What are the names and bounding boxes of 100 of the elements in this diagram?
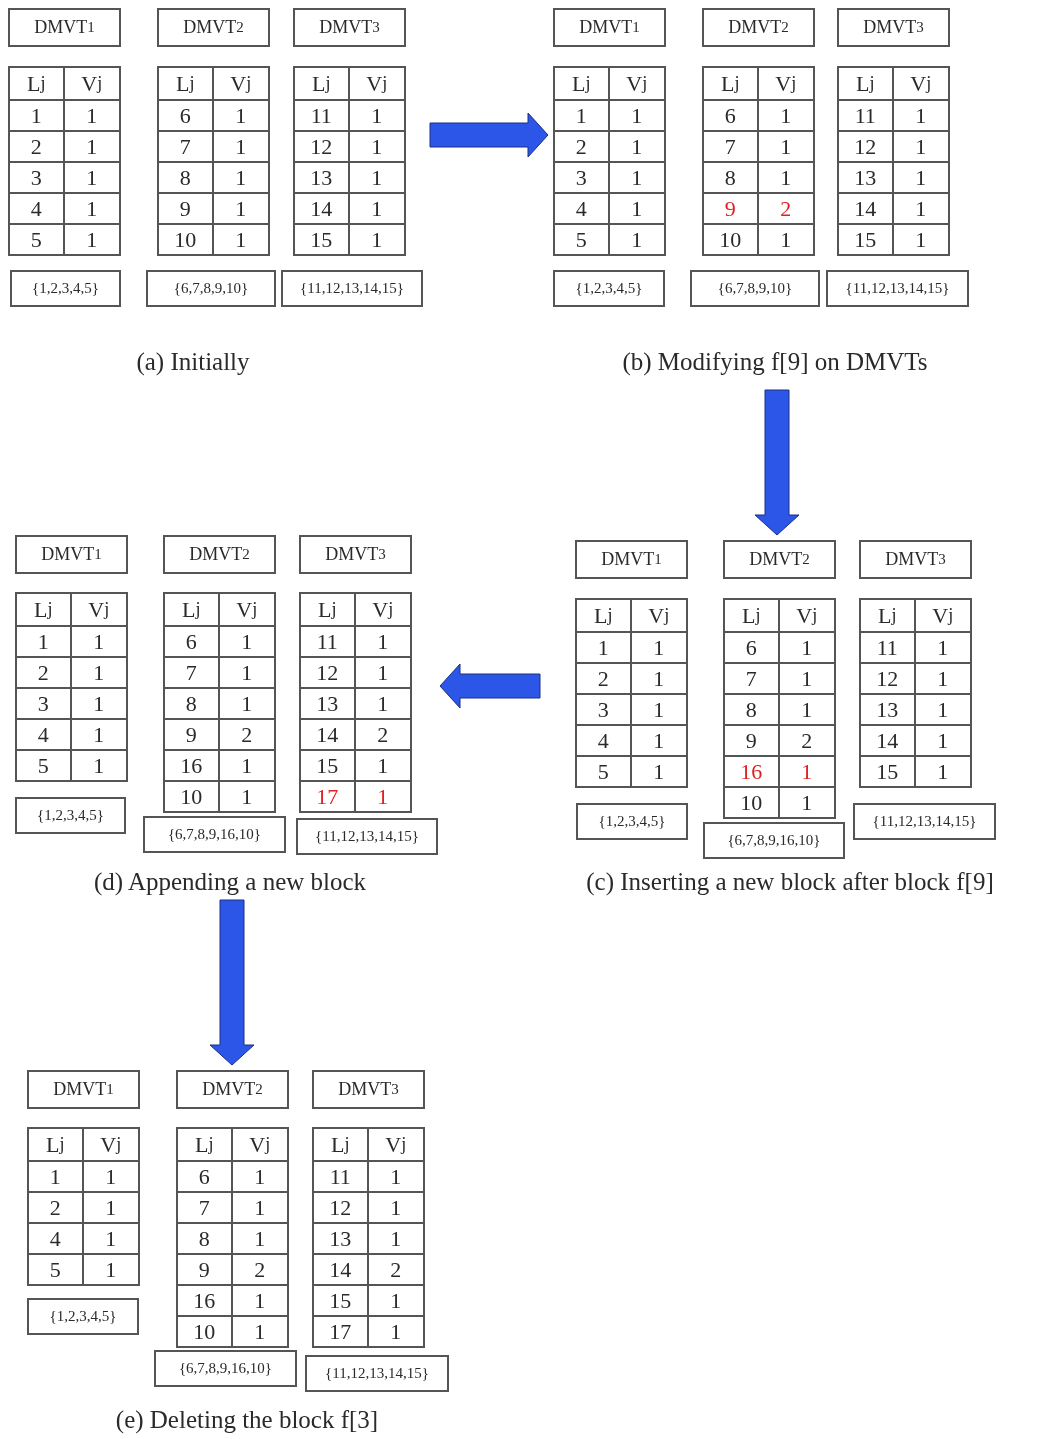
table-cell: 1 (609, 130, 664, 161)
table-cell: 1 (758, 99, 813, 130)
table-cell: 1 (893, 161, 948, 192)
table-cell: 1 (213, 192, 268, 223)
table-cell: 10 (178, 1315, 233, 1346)
table-cell: 1 (609, 192, 664, 223)
table-cell: 6 (704, 99, 759, 130)
table-cell: 2 (10, 130, 65, 161)
set-label-box: {1,2,3,4,5} (10, 270, 121, 307)
table-cell: 1 (893, 192, 948, 223)
table-cell: 1 (83, 1160, 138, 1191)
table-cell: 1 (893, 223, 948, 254)
table-cell: 11 (839, 99, 894, 130)
table-cell: 13 (301, 687, 356, 718)
table-cell: 15 (295, 223, 350, 254)
table-cell: 1 (631, 693, 686, 724)
table-cell: 2 (232, 1253, 287, 1284)
table-cell: 1 (349, 130, 404, 161)
table-cell: 1 (631, 662, 686, 693)
table-cell: 7 (165, 656, 220, 687)
table-cell: 1 (232, 1160, 287, 1191)
table-cell: 15 (301, 749, 356, 780)
table-cell: 8 (178, 1222, 233, 1253)
table-cell: 14 (839, 192, 894, 223)
table-cell: 1 (71, 625, 126, 656)
set-label-box: {6,7,8,9,16,10} (154, 1350, 297, 1387)
table-cell: 17 (301, 780, 356, 811)
table-cell: 11 (861, 631, 916, 662)
table-cell: 1 (349, 161, 404, 192)
data-table (702, 66, 815, 256)
table-cell: 6 (159, 99, 214, 130)
table-cell: 7 (178, 1191, 233, 1222)
panel-label: (b) Modifying f[9] on DMVTs (622, 348, 928, 376)
table-cell: 11 (301, 625, 356, 656)
table-cell: 9 (165, 718, 220, 749)
table-cell: 8 (725, 693, 780, 724)
table-cell: 7 (725, 662, 780, 693)
table-cell: 15 (314, 1284, 369, 1315)
table-cell: 11 (314, 1160, 369, 1191)
table-cell: 14 (314, 1253, 369, 1284)
table-cell: 16 (178, 1284, 233, 1315)
data-table (176, 1127, 289, 1348)
data-table (312, 1127, 425, 1348)
table-cell: 1 (232, 1284, 287, 1315)
table-cell: 15 (861, 755, 916, 786)
table-cell: 1 (631, 755, 686, 786)
table-cell: 4 (29, 1222, 84, 1253)
table-cell: 12 (861, 662, 916, 693)
table-cell: 1 (555, 99, 610, 130)
table-cell: 1 (758, 161, 813, 192)
table-cell: 1 (779, 755, 834, 786)
table-cell: 1 (368, 1160, 423, 1191)
table-cell: 1 (758, 130, 813, 161)
table-cell: 9 (704, 192, 759, 223)
block-arrow (209, 899, 255, 1066)
table-cell: 16 (165, 749, 220, 780)
table-cell: 1 (893, 130, 948, 161)
table-cell: 8 (159, 161, 214, 192)
table-cell: 1 (213, 161, 268, 192)
table-cell: 7 (704, 130, 759, 161)
table-cell: 1 (232, 1222, 287, 1253)
table-cell: 2 (577, 662, 632, 693)
panel-label: (c) Inserting a new block after block f[9] (586, 868, 994, 896)
table-cell: 5 (29, 1253, 84, 1284)
data-table (27, 1127, 140, 1286)
data-table (837, 66, 950, 256)
table-cell: 11 (295, 99, 350, 130)
table-cell: 8 (704, 161, 759, 192)
table-cell: 10 (165, 780, 220, 811)
table-cell: 1 (213, 130, 268, 161)
table-cell: 8 (165, 687, 220, 718)
table-cell: 10 (159, 223, 214, 254)
table-cell: 4 (577, 724, 632, 755)
table-cell: 12 (301, 656, 356, 687)
table-cell: 1 (915, 693, 970, 724)
table-cell: 1 (915, 755, 970, 786)
set-label-box: {6,7,8,9,10} (146, 270, 276, 307)
table-cell: 5 (17, 749, 72, 780)
table-cell: 2 (29, 1191, 84, 1222)
table-cell: 17 (314, 1315, 369, 1346)
table-cell: 1 (64, 161, 119, 192)
set-label-box: {6,7,8,9,10} (690, 270, 820, 307)
table-cell: 16 (725, 755, 780, 786)
table-cell: 3 (17, 687, 72, 718)
set-label-box: {1,2,3,4,5} (553, 270, 665, 307)
table-cell: 10 (704, 223, 759, 254)
table-cell: 2 (779, 724, 834, 755)
table-cell: 1 (355, 656, 410, 687)
table-cell: 1 (631, 631, 686, 662)
table-cell: 6 (165, 625, 220, 656)
table-cell: 13 (839, 161, 894, 192)
table-cell: 9 (178, 1253, 233, 1284)
table-cell: 1 (71, 687, 126, 718)
table-cell: 1 (213, 99, 268, 130)
set-label-box: {1,2,3,4,5} (576, 803, 688, 840)
block-arrow (754, 389, 800, 536)
table-cell: 12 (314, 1191, 369, 1222)
set-label-box: {6,7,8,9,16,10} (143, 816, 286, 853)
table-cell: 1 (779, 693, 834, 724)
table-cell: 14 (301, 718, 356, 749)
